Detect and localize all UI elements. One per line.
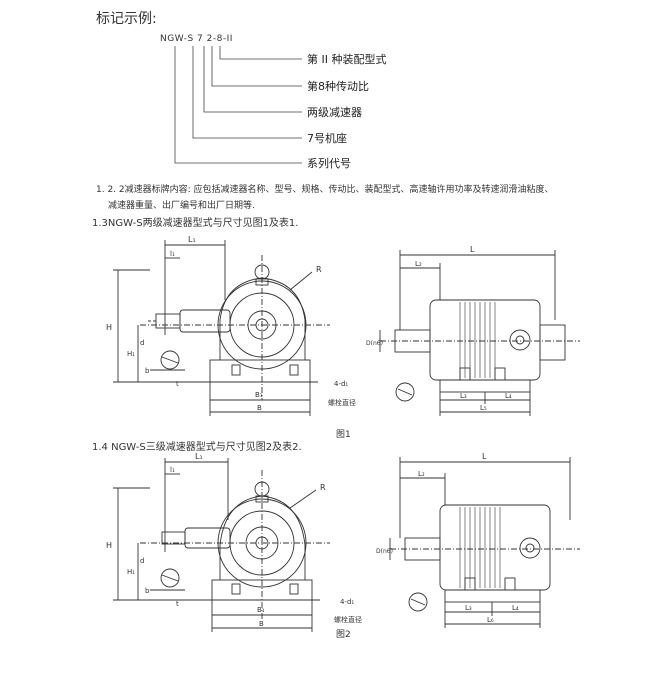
bolt-note: 螺栓直径	[328, 398, 356, 407]
model-code: NGW-S 7 2-8-II	[160, 34, 233, 44]
dim-b1: B₁	[257, 606, 265, 614]
dim-b: b	[145, 367, 150, 375]
dim-l: L	[482, 452, 487, 461]
dim-d: d	[140, 339, 144, 347]
page-title: 标记示例:	[96, 11, 157, 27]
dim-b1: B₁	[255, 391, 263, 399]
dim-l2: L₂	[418, 470, 425, 478]
section-1-3: 1.3NGW-S两级减速器型式与尺寸见图1及表1.	[92, 218, 299, 229]
bolt-count: 4-d₁	[340, 598, 354, 606]
dim-l6: L₆	[487, 616, 494, 624]
dim-b: b	[145, 587, 150, 595]
dim-d: d	[140, 557, 144, 565]
dim-l1: L₁	[195, 452, 203, 461]
dim-t: t	[176, 380, 179, 388]
para-122-line2: 减速器重量、出厂编号和出厂日期等.	[108, 201, 255, 211]
bolt-note: 螺栓直径	[334, 615, 362, 624]
dim-l1-small: l₁	[170, 466, 175, 474]
dim-l5: L₅	[480, 404, 487, 412]
dim-l2: L₂	[415, 260, 422, 268]
dim-l3: L₃	[465, 604, 472, 612]
section-1-4: 1.4 NGW-S三级减速器型式与尺寸见图2及表2.	[92, 442, 302, 453]
dim-l4: L₄	[505, 392, 512, 400]
bolt-count: 4-d₁	[334, 380, 348, 388]
dim-l1-small: l₁	[170, 250, 175, 258]
dim-b: B	[259, 620, 264, 628]
figure-2-label: 图2	[336, 629, 351, 640]
figure-1-label: 图1	[336, 429, 351, 440]
meaning-stages: 两级减速器	[307, 106, 362, 119]
meaning-ratio: 第8种传动比	[307, 80, 369, 93]
dim-d: D(n6)	[366, 340, 383, 347]
dim-h1: H₁	[127, 350, 135, 358]
dim-l4: L₄	[512, 604, 519, 612]
dim-h1: H₁	[127, 568, 135, 576]
meaning-frame: 7号机座	[307, 132, 347, 145]
dim-l3: L₃	[460, 392, 467, 400]
dim-h: H	[106, 541, 112, 550]
dim-b: B	[257, 404, 262, 412]
dim-t: t	[176, 600, 179, 608]
dim-r: R	[320, 483, 326, 492]
meaning-series: 系列代号	[307, 157, 351, 170]
dim-r: R	[316, 265, 322, 274]
dim-l: L	[470, 245, 475, 254]
dim-h: H	[106, 323, 112, 332]
dim-d: D(n6)	[376, 548, 393, 555]
meaning-assembly-type: 第 II 种装配型式	[307, 53, 387, 66]
dim-l1: L₁	[188, 235, 196, 244]
para-122-line1: 1. 2. 2减速器标牌内容: 应包括减速器名称、型号、规格、传动比、装配型式、…	[96, 185, 554, 195]
